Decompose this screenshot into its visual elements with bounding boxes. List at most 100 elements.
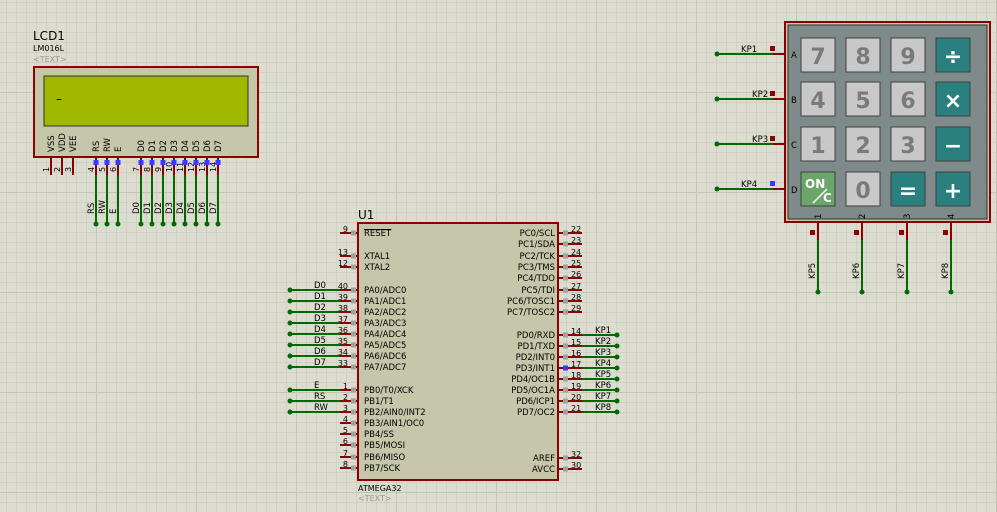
mcu-left-pin-name: PB2/AIN0/INT2: [364, 408, 426, 418]
lcd-part-label: LM016L: [33, 44, 65, 53]
keypad-key[interactable]: 6: [890, 81, 926, 117]
keypad-key[interactable]: 9: [890, 37, 926, 73]
keypad-col-net-end: [904, 289, 910, 295]
mcu-left-pin-number: 1: [343, 382, 348, 391]
lcd-pin-marker: [204, 160, 210, 165]
keypad-key-face: [890, 81, 926, 117]
mcu-right-net-label: KP2: [595, 337, 611, 347]
mcu-left-pin-number: 8: [343, 460, 348, 469]
lcd-net-label: D3: [165, 202, 175, 214]
lcd-pin-marker: [115, 160, 121, 165]
mcu-right-pin-marker: [563, 264, 568, 270]
lcd-pin-name: D1: [148, 140, 158, 152]
mcu-left-pin-name: PB1/T1: [364, 397, 394, 407]
keypad-row-net-end: [714, 141, 720, 147]
mcu-right-pin-name: PD4/OC1B: [511, 375, 555, 385]
lcd-pin-marker: [93, 160, 99, 165]
keypad-key[interactable]: 0: [845, 171, 881, 207]
mcu-right-pin-marker: [563, 354, 568, 360]
mcu-left-pin-number: 36: [338, 326, 348, 335]
mcu-left-pin-name: PA7/ADC7: [364, 363, 406, 373]
keypad-row-letter: A: [791, 51, 797, 61]
mcu-body: [357, 222, 559, 481]
lcd-ref-label: LCD1: [33, 29, 65, 43]
mcu-right-pin-marker: [563, 253, 568, 259]
keypad-row-net-label: KP2: [752, 90, 768, 100]
mcu-right-net-label: KP8: [595, 403, 611, 413]
mcu-left-pin-name: PB3/AIN1/OC0: [364, 419, 424, 429]
lcd-pin-name: VDD: [58, 133, 68, 152]
keypad-row-net-end: [714, 51, 720, 57]
keypad-col-pin-marker: [943, 230, 948, 235]
mcu-left-pin-marker: [351, 420, 356, 426]
mcu-left-pin-name: RESET: [364, 229, 392, 239]
mcu-right-pin-marker: [563, 287, 568, 293]
keypad-key[interactable]: =: [890, 171, 926, 207]
mcu-left-net-label: D1: [314, 292, 326, 302]
mcu-right-pin-number: 16: [571, 349, 581, 358]
keypad-key[interactable]: 8: [845, 37, 881, 73]
mcu-right-pin-name: PC4/TDO: [517, 274, 555, 284]
keypad-key[interactable]: ÷: [935, 37, 971, 73]
mcu-left-pin-marker: [351, 387, 356, 393]
mcu-right-pin-marker: [563, 365, 568, 371]
keypad-key[interactable]: 1: [800, 126, 836, 162]
lcd-pin-name: D5: [192, 140, 202, 152]
mcu-left-pin-name: PA4/ADC4: [364, 330, 406, 340]
keypad-key-face: [935, 171, 971, 207]
keypad-key-label: 9: [900, 45, 915, 70]
lcd-pin-name: RS: [92, 141, 102, 152]
keypad-key[interactable]: 4: [800, 81, 836, 117]
mcu-left-net-label: D7: [314, 358, 326, 368]
mcu-right-net-end: [614, 409, 620, 415]
mcu-left-pin-number: 33: [338, 359, 348, 368]
lcd-net-end: [160, 221, 166, 227]
lcd-net-label: RS: [87, 203, 97, 214]
keypad-key[interactable]: 7: [800, 37, 836, 73]
mcu-left-pin-number: 12: [338, 259, 348, 268]
mcu-left-pin-marker: [351, 264, 356, 270]
keypad-key[interactable]: ONC: [800, 171, 836, 207]
keypad-col-number: 3: [903, 214, 913, 219]
keypad-key[interactable]: −: [935, 126, 971, 162]
mcu-left-net-end: [287, 409, 293, 415]
lcd-net-end: [93, 221, 99, 227]
mcu-left-pin-number: 40: [338, 282, 348, 291]
lcd-net-end: [104, 221, 110, 227]
keypad-row-pin-marker: [770, 136, 775, 141]
keypad-key[interactable]: +: [935, 171, 971, 207]
lcd-net-end: [115, 221, 121, 227]
lcd-component[interactable]: LCD1 LM016L <TEXT> – VSS1VDD2VEE3RS4RW5E…: [33, 29, 259, 227]
lcd-display-text: –: [56, 92, 62, 106]
keypad-key-face: [845, 171, 881, 207]
mcu-left-pin-marker: [351, 298, 356, 304]
mcu-left-net-label: E: [314, 381, 319, 391]
mcu-left-pin-name: PA1/ADC1: [364, 297, 406, 307]
keypad-key[interactable]: ×: [935, 81, 971, 117]
keypad-col-net-label: KP5: [808, 263, 818, 279]
mcu-right-pin-marker: [563, 376, 568, 382]
mcu-part-label: ATMEGA32: [358, 484, 402, 493]
mcu-right-pin-marker: [563, 298, 568, 304]
lcd-pin-number: 5: [98, 167, 107, 172]
mcu-right-pin-number: 25: [571, 259, 581, 268]
lcd-pin-number: 10: [165, 162, 174, 172]
mcu-right-pin-name: PC0/SCL: [520, 229, 556, 239]
mcu-left-pin-marker: [351, 431, 356, 437]
keypad-key[interactable]: 5: [845, 81, 881, 117]
keypad-key[interactable]: 3: [890, 126, 926, 162]
lcd-net-end: [215, 221, 221, 227]
keypad-col-net-label: KP6: [852, 263, 862, 279]
mcu-left-pin-number: 5: [343, 426, 348, 435]
lcd-pin-number: 9: [154, 167, 163, 172]
lcd-pin-number: 6: [109, 167, 118, 172]
lcd-net-label: D6: [198, 202, 208, 214]
keypad-key-face: [800, 81, 836, 117]
keypad-col-number: 4: [947, 214, 957, 219]
mcu-left-pin-number: 39: [338, 293, 348, 302]
lcd-pin-number: 8: [143, 167, 152, 172]
keypad-key-label: 3: [900, 134, 915, 159]
keypad-key[interactable]: 2: [845, 126, 881, 162]
